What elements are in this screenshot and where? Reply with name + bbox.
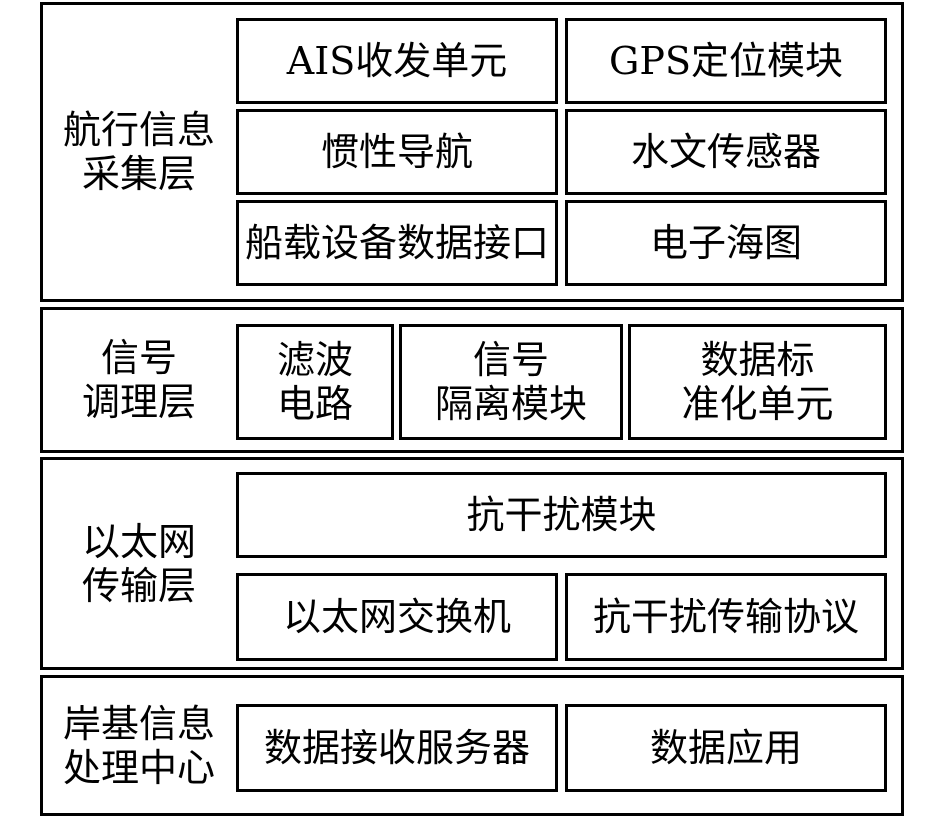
box-hydrological-sensor: 水文传感器 (565, 109, 887, 195)
box-shipborne-data-interface: 船载设备数据接口 (236, 200, 558, 286)
box-data-application: 数据应用 (565, 704, 887, 792)
layer-shore-processing: 岸基信息 处理中心 数据接收服务器 数据应用 (40, 675, 904, 816)
layer-navigation-acquisition: 航行信息 采集层 AIS收发单元 GPS定位模块 惯性导航 水文传感器 船载设备… (40, 2, 904, 302)
box-electronic-chart: 电子海图 (565, 200, 887, 286)
box-anti-interference-protocol: 抗干扰传输协议 (565, 573, 887, 661)
box-gps-module: GPS定位模块 (565, 18, 887, 104)
layer-label-signal: 信号 调理层 (81, 336, 196, 424)
box-data-receiving-server: 数据接收服务器 (236, 704, 558, 792)
box-ais-transceiver: AIS收发单元 (236, 18, 558, 104)
layer-signal-conditioning: 信号 调理层 滤波 电路 信号 隔离模块 数据标 准化单元 (40, 307, 904, 453)
layer-label-navigation: 航行信息 采集层 (62, 108, 215, 196)
layer-label-ethernet: 以太网 传输层 (81, 519, 196, 608)
box-data-normalization: 数据标 准化单元 (628, 324, 887, 440)
box-signal-isolation: 信号 隔离模块 (399, 324, 623, 440)
box-filter-circuit: 滤波 电路 (236, 324, 394, 440)
layer-label-shore: 岸基信息 处理中心 (62, 701, 215, 790)
box-inertial-navigation: 惯性导航 (236, 109, 558, 195)
layer-ethernet-transmission: 以太网 传输层 抗干扰模块 以太网交换机 抗干扰传输协议 (40, 457, 904, 670)
box-ethernet-switch: 以太网交换机 (236, 573, 558, 661)
box-anti-interference-module: 抗干扰模块 (236, 472, 887, 558)
